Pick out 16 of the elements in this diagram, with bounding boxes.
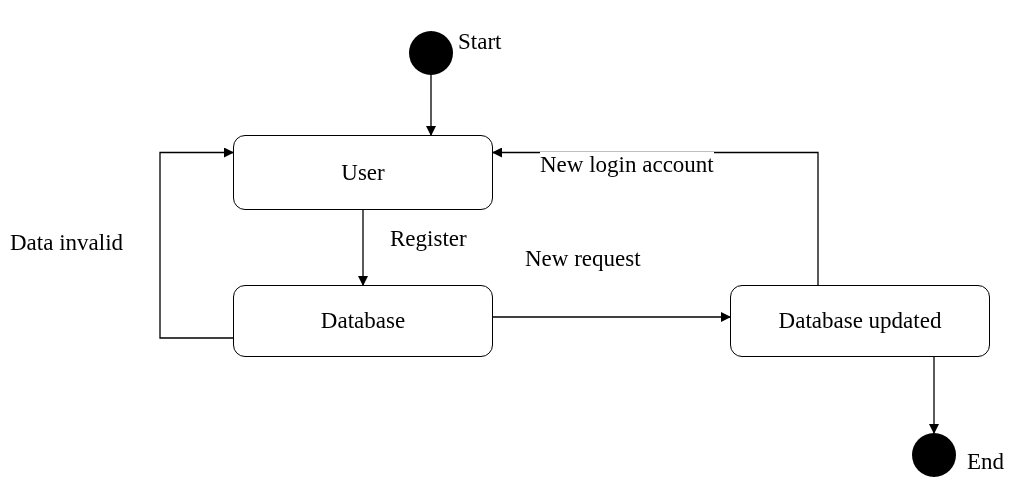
transition-arrow	[929, 356, 939, 434]
state-label: Database updated	[778, 308, 942, 334]
state-box	[233, 135, 493, 210]
state-label: User	[341, 159, 385, 186]
state-box	[233, 285, 493, 357]
edge-label: New login account	[540, 152, 714, 178]
state-caption: Start	[458, 29, 502, 55]
state-label: Database	[320, 308, 406, 334]
state-circle	[912, 433, 956, 477]
transition-arrow	[159, 147, 234, 339]
state-caption: End	[967, 449, 1005, 475]
transition-arrow	[426, 74, 436, 136]
transition-arrow	[358, 209, 368, 286]
state-box	[730, 285, 990, 357]
transition-arrow	[492, 312, 731, 322]
state-circle	[409, 31, 453, 75]
